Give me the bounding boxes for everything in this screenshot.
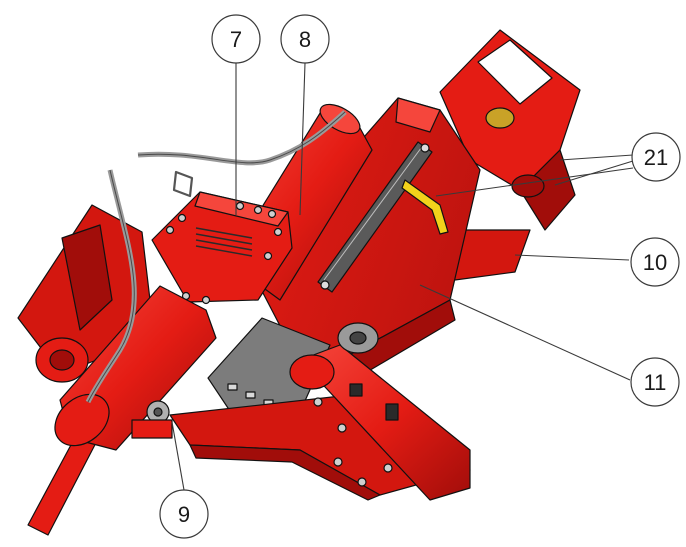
lifting-eye [172,170,194,198]
rear-frame-slot [477,39,553,105]
lower-arm-shadow [189,444,381,501]
leader-21-a [559,154,634,161]
front-tube-end [289,354,335,390]
callout-7-label: 7 [230,27,242,52]
callout-10: 10 [630,237,680,287]
rear-socket [511,174,545,198]
leader-8 [299,62,306,216]
flange-bolts [165,201,283,305]
boom-top-face [395,97,441,133]
callout-9-label: 9 [178,502,190,527]
callout-7: 7 [211,14,261,64]
hose-lower-outline [87,169,135,403]
callout-8-label: 8 [299,27,311,52]
rear-frame-side [519,149,576,231]
callout-11-label: 11 [644,370,667,395]
leader-11 [419,284,631,381]
front-fitting [385,403,399,421]
callout-11: 11 [630,357,680,407]
callout-21-label: 21 [644,145,668,170]
front-tube-bolts [313,397,393,487]
pivot-nut-core [153,407,163,417]
machine-drawing [17,29,581,536]
hose-upper-outline [137,111,346,164]
callout-9: 9 [159,489,209,539]
lower-cylinder-end [54,393,110,447]
callout-8: 8 [280,14,330,64]
front-fitting-2 [349,383,363,397]
rail-detail [323,143,425,281]
leader-lines [171,62,634,491]
yellow-strap [401,179,449,235]
callout-10-label: 10 [643,250,667,275]
leader-9 [171,421,185,491]
left-gearbox-fin [61,224,113,331]
rail-bolt-bottom [320,280,330,290]
pivot-block [131,419,173,439]
front-tube [299,344,471,501]
left-hub-center [49,349,75,371]
rear-boss [485,107,515,129]
leader-21-c [435,167,634,197]
callout-21: 21 [631,132,681,182]
spring [195,227,253,257]
roller-core [349,331,367,345]
rail-bolt-top [420,143,430,153]
leader-10 [514,254,630,261]
